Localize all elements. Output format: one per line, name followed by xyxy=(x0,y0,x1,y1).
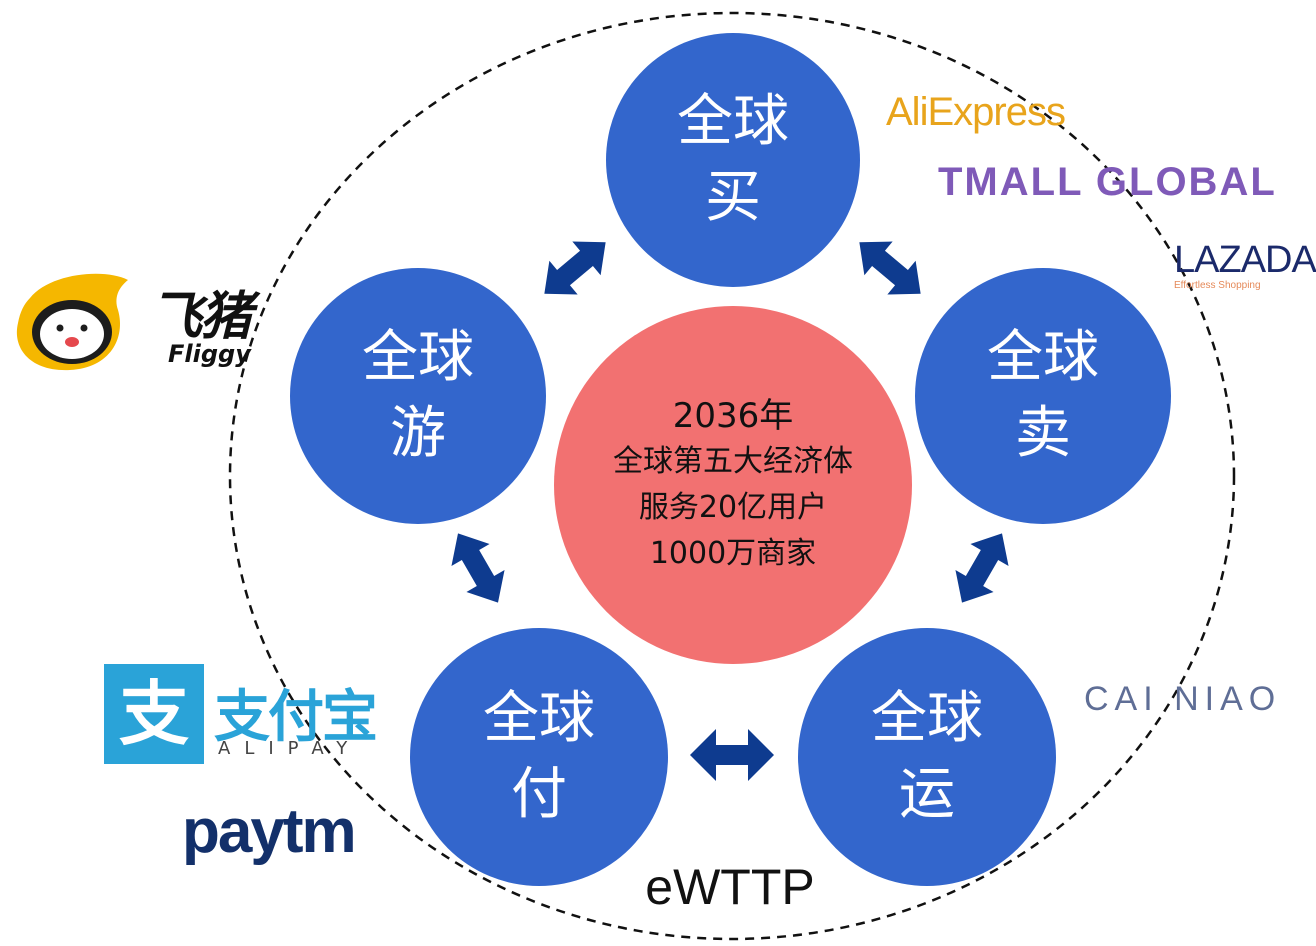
arrow-sell-ship xyxy=(955,533,1009,603)
node-buy-top: 全球 xyxy=(677,89,789,154)
node-buy-bottom: 买 xyxy=(705,165,761,230)
center-goal-circle: 2036年 全球第五大经济体 服务20亿用户 1000万商家 xyxy=(554,306,912,664)
node-global-ship: 全球 运 xyxy=(798,628,1056,886)
node-ship-top: 全球 xyxy=(871,686,983,751)
paytm-logo: paytm xyxy=(182,796,357,867)
cainiao-logo: CAI NIAO xyxy=(1084,682,1316,716)
alipay-icon: 支 xyxy=(104,664,204,764)
aliexpress-logo: AliExpress xyxy=(886,90,1066,135)
cainiao-text: CAI NIAO xyxy=(1084,682,1282,716)
node-sell-bottom: 卖 xyxy=(1015,401,1071,466)
arrow-buy-travel xyxy=(544,241,606,295)
lazada-logo: LAZADA Effortless Shopping xyxy=(1174,240,1316,291)
fliggy-cn-text: 飞猪 xyxy=(150,287,252,347)
node-travel-bottom: 游 xyxy=(390,401,446,466)
fliggy-en-text: Fliggy xyxy=(168,340,251,368)
center-line1: 全球第五大经济体 xyxy=(613,444,853,479)
lazada-tagline: Effortless Shopping xyxy=(1174,280,1261,291)
paytm-text: paytm xyxy=(182,797,357,866)
node-sell-top: 全球 xyxy=(987,325,1099,390)
alipay-logo: 支 支付宝 ALIPAY xyxy=(104,664,386,764)
node-global-sell: 全球 卖 xyxy=(915,268,1171,524)
center-year: 2036年 xyxy=(672,396,794,436)
dashed-ring xyxy=(228,11,1236,941)
node-global-buy: 全球 买 xyxy=(606,33,860,287)
node-global-travel: 全球 游 xyxy=(290,268,546,524)
center-line2: 服务20亿用户 xyxy=(638,490,828,525)
ring-label: eWTTP xyxy=(645,859,815,915)
fliggy-mascot-icon xyxy=(16,273,128,371)
node-pay-bottom: 付 xyxy=(511,762,567,827)
tmall-text: TMALL GLOBAL xyxy=(938,160,1277,204)
node-travel-top: 全球 xyxy=(362,325,474,390)
node-pay-top: 全球 xyxy=(483,686,595,751)
node-ship-bottom: 运 xyxy=(899,762,955,827)
node-global-pay: 全球 付 xyxy=(410,628,668,886)
center-line3: 1000万商家 xyxy=(649,536,817,571)
aliexpress-text: AliExpress xyxy=(886,90,1066,134)
arrow-buy-sell xyxy=(859,241,921,295)
alipay-en-text: ALIPAY xyxy=(218,738,362,759)
fliggy-logo: 飞猪 Fliggy xyxy=(10,268,272,374)
tmall-global-logo: TMALL GLOBAL xyxy=(938,160,1277,205)
arrow-travel-pay xyxy=(451,533,505,603)
lazada-text: LAZADA xyxy=(1174,240,1316,281)
alipay-cn-text: 支付宝 xyxy=(214,685,378,750)
arrow-pay-ship xyxy=(690,729,774,781)
